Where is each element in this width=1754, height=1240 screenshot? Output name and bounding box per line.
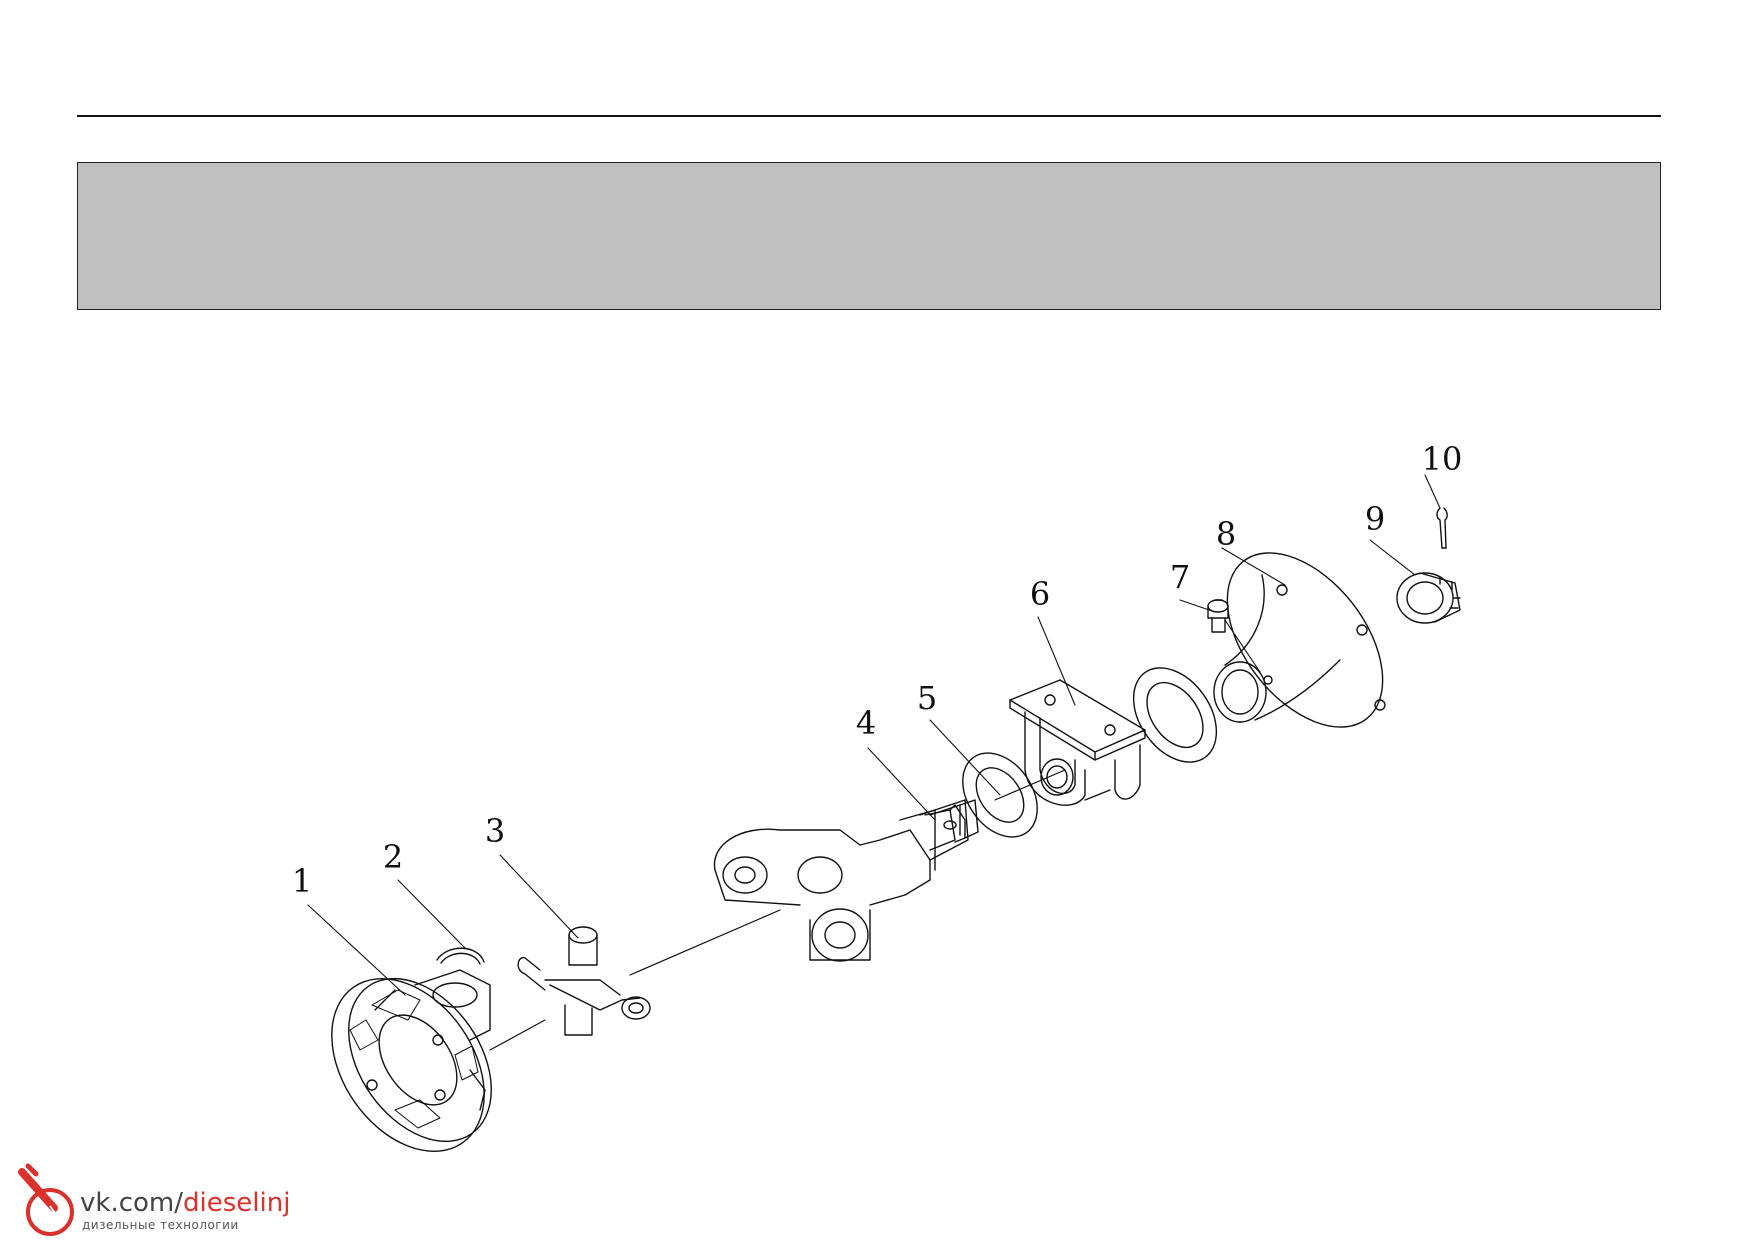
- header-box: [77, 162, 1661, 310]
- watermark-url-brand: dieselinj: [183, 1188, 291, 1218]
- callout-1: 1: [292, 862, 312, 900]
- callout-2: 2: [383, 838, 403, 876]
- top-rule: [77, 115, 1661, 117]
- part-bearing-housing: [1213, 552, 1386, 728]
- watermark-url-prefix: vk.com/: [80, 1188, 183, 1218]
- injector-drop-icon: [18, 1163, 74, 1236]
- leader-lines: [307, 474, 1441, 996]
- callout-8: 8: [1216, 515, 1236, 553]
- part-castle-nut: [1396, 572, 1461, 624]
- part-snap-ring-left: [436, 947, 485, 965]
- callout-3: 3: [485, 812, 505, 850]
- part-cotter-pin: [1436, 507, 1448, 549]
- part-spider-cross: [517, 926, 651, 1036]
- part-grease-nipple: [1207, 599, 1229, 633]
- part-flange-yoke: [331, 969, 492, 1152]
- callout-5: 5: [917, 679, 937, 717]
- callout-9: 9: [1365, 500, 1385, 538]
- part-gasket: [1132, 667, 1218, 763]
- part-yoke-shaft: [713, 799, 979, 962]
- watermark-subtitle: дизельные технологии: [82, 1218, 239, 1232]
- assembly-line-3-4: [629, 909, 781, 976]
- callout-7: 7: [1170, 558, 1190, 596]
- watermark: vk.com/dieselinj дизельные технологии: [14, 1160, 314, 1236]
- callout-6: 6: [1030, 575, 1050, 613]
- part-bearing-bracket: [1009, 679, 1146, 806]
- callout-4: 4: [856, 704, 876, 742]
- watermark-url: vk.com/dieselinj: [80, 1188, 290, 1218]
- assembly-line-1-3: [489, 1019, 546, 1051]
- callout-10: 10: [1422, 440, 1463, 478]
